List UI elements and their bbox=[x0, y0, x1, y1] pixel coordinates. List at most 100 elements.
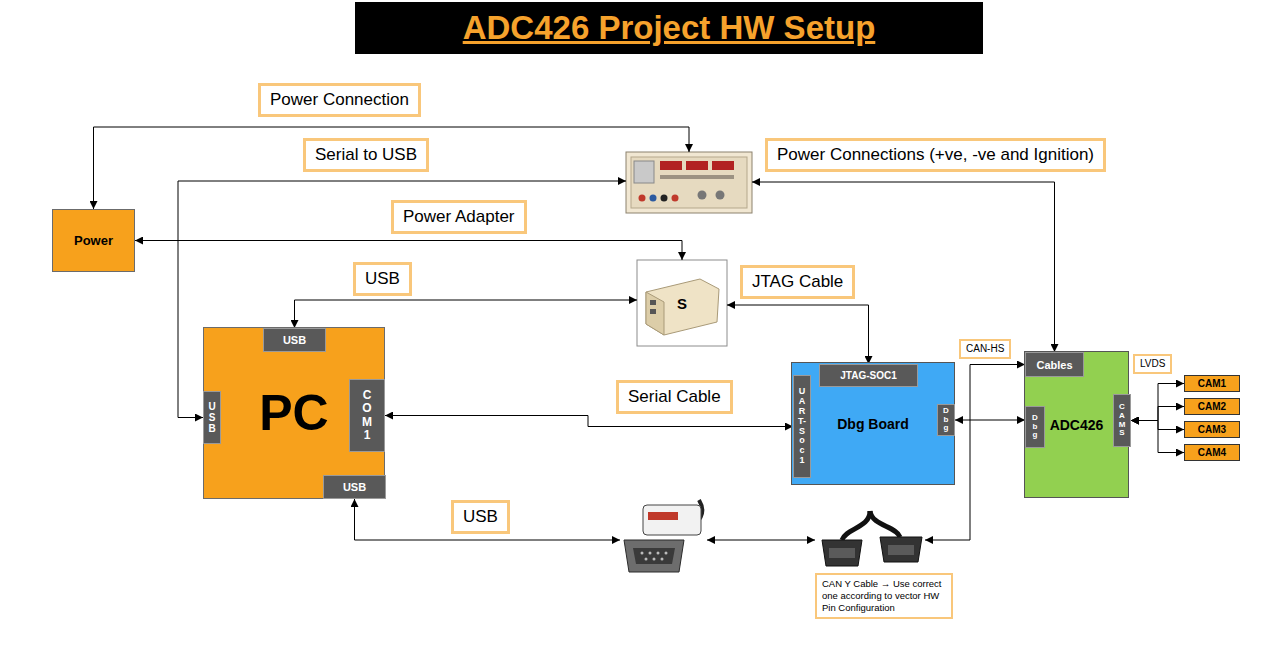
node-label: Power bbox=[74, 233, 113, 248]
supply-display bbox=[660, 161, 682, 170]
cams-port: CAMS bbox=[1113, 394, 1131, 447]
interface-body bbox=[643, 505, 701, 535]
cable-connector bbox=[1131, 384, 1184, 421]
y-cable-connector bbox=[822, 540, 862, 566]
node-label: ADC426 bbox=[1050, 417, 1104, 433]
cable-connector bbox=[295, 300, 638, 328]
usb-port: USB bbox=[203, 391, 221, 444]
port-label: JTAG-SOC1 bbox=[840, 370, 897, 381]
connection-label: LVDS bbox=[1133, 354, 1172, 374]
port-label: Dbg bbox=[1031, 414, 1039, 440]
port-label: Cables bbox=[1036, 359, 1072, 371]
node-label: CAM4 bbox=[1198, 447, 1226, 458]
cable-connector bbox=[1131, 407, 1184, 421]
node-label: CAM3 bbox=[1198, 424, 1226, 435]
pc-box: PCUSBUSBCOM1USB bbox=[203, 327, 385, 499]
y-cable-socket bbox=[888, 545, 914, 555]
interface-stripe bbox=[648, 512, 678, 520]
camera-box: CAM3 bbox=[1184, 421, 1240, 438]
jtag-debugger-illustration bbox=[637, 260, 727, 346]
cable-connector bbox=[385, 416, 793, 427]
node-label: CAM2 bbox=[1198, 401, 1226, 412]
supply-case bbox=[626, 152, 752, 213]
connectors bbox=[94, 127, 1185, 540]
db9-pin bbox=[661, 558, 664, 561]
node-label: CAM1 bbox=[1198, 378, 1226, 389]
node-label: S bbox=[677, 295, 687, 312]
connection-label: JTAG Cable bbox=[740, 265, 855, 299]
supply-panel bbox=[631, 157, 747, 208]
db9-pin bbox=[641, 552, 644, 555]
cable-connector bbox=[355, 499, 621, 540]
port-label: CAMS bbox=[1118, 403, 1126, 438]
dbg-port: Dbg bbox=[1025, 406, 1045, 448]
vector-can-interface-illustration bbox=[624, 500, 702, 572]
usb-port: USB bbox=[263, 328, 326, 352]
power-supply-illustration bbox=[626, 152, 752, 213]
can-y-cable-illustration bbox=[822, 511, 922, 566]
debugger-port bbox=[650, 300, 656, 305]
connection-label: CAN-HS bbox=[959, 339, 1011, 359]
debugger-body bbox=[646, 279, 719, 335]
usb-port: USB bbox=[323, 475, 386, 499]
supply-switch bbox=[634, 161, 654, 183]
uart-port: UART-Soc1 bbox=[793, 375, 811, 478]
db9-pin bbox=[649, 552, 652, 555]
supply-display bbox=[686, 161, 708, 170]
port-label: COM1 bbox=[361, 389, 373, 442]
title-banner: ADC426 Project HW Setup bbox=[355, 2, 983, 54]
debug-board: Dbg BoardJTAG-SOC1UART-Soc1Dbg bbox=[791, 362, 955, 485]
y-cable-socket bbox=[829, 548, 855, 558]
camera-box: CAM4 bbox=[1184, 444, 1240, 461]
cable-connector bbox=[727, 305, 869, 364]
supply-terminal bbox=[650, 195, 657, 202]
supply-strip bbox=[660, 175, 734, 179]
connection-label: Power Connections (+ve, -ve and Ignition… bbox=[765, 138, 1106, 172]
db9-pin bbox=[645, 558, 648, 561]
port-label: USB bbox=[343, 481, 366, 493]
node-label: Dbg Board bbox=[837, 416, 909, 432]
cable-connector bbox=[1131, 421, 1184, 453]
title-text: ADC426 Project HW Setup bbox=[463, 9, 876, 47]
port-label: USB bbox=[283, 334, 306, 346]
com-port: COM1 bbox=[349, 379, 385, 452]
db9-shell bbox=[624, 540, 684, 572]
camera-box: CAM2 bbox=[1184, 398, 1240, 415]
debugger-port bbox=[650, 309, 656, 314]
y-cable-wire bbox=[842, 511, 870, 540]
power-supply bbox=[626, 152, 752, 213]
y-cable-connector bbox=[880, 537, 922, 562]
jtag-port: JTAG-SOC1 bbox=[819, 364, 918, 387]
debugger-side bbox=[646, 292, 664, 335]
cable-connector bbox=[955, 420, 1025, 421]
connection-label: Power Connection bbox=[258, 83, 421, 117]
cable-connector bbox=[707, 540, 815, 541]
connection-label: USB bbox=[353, 262, 412, 296]
node-label: PC bbox=[259, 384, 328, 442]
adc426-unit: ADC426 CablesDbg CAMS bbox=[1024, 351, 1129, 498]
db9-pin bbox=[665, 552, 668, 555]
cable-connector bbox=[135, 241, 682, 261]
supply-terminal bbox=[672, 195, 679, 202]
db9-pin bbox=[657, 552, 660, 555]
supply-terminal bbox=[639, 195, 646, 202]
db9-face bbox=[633, 548, 675, 564]
supply-knob bbox=[716, 191, 725, 200]
camera-box: CAM1 bbox=[1184, 375, 1240, 392]
can-y-cable: CAN Y Cable → Use correct one according … bbox=[815, 510, 925, 570]
cables-port: Cables bbox=[1025, 352, 1084, 377]
cable-note: CAN Y Cable → Use correct one according … bbox=[815, 573, 953, 619]
debugger-frame bbox=[637, 260, 727, 346]
jtag-debugger: S bbox=[637, 260, 727, 346]
power-box: Power bbox=[52, 209, 135, 272]
connection-label: Serial to USB bbox=[303, 138, 429, 172]
vector-can-interface bbox=[620, 500, 707, 578]
connection-label: Serial Cable bbox=[616, 380, 733, 414]
cable-connector bbox=[94, 127, 690, 209]
supply-terminal bbox=[661, 195, 668, 202]
